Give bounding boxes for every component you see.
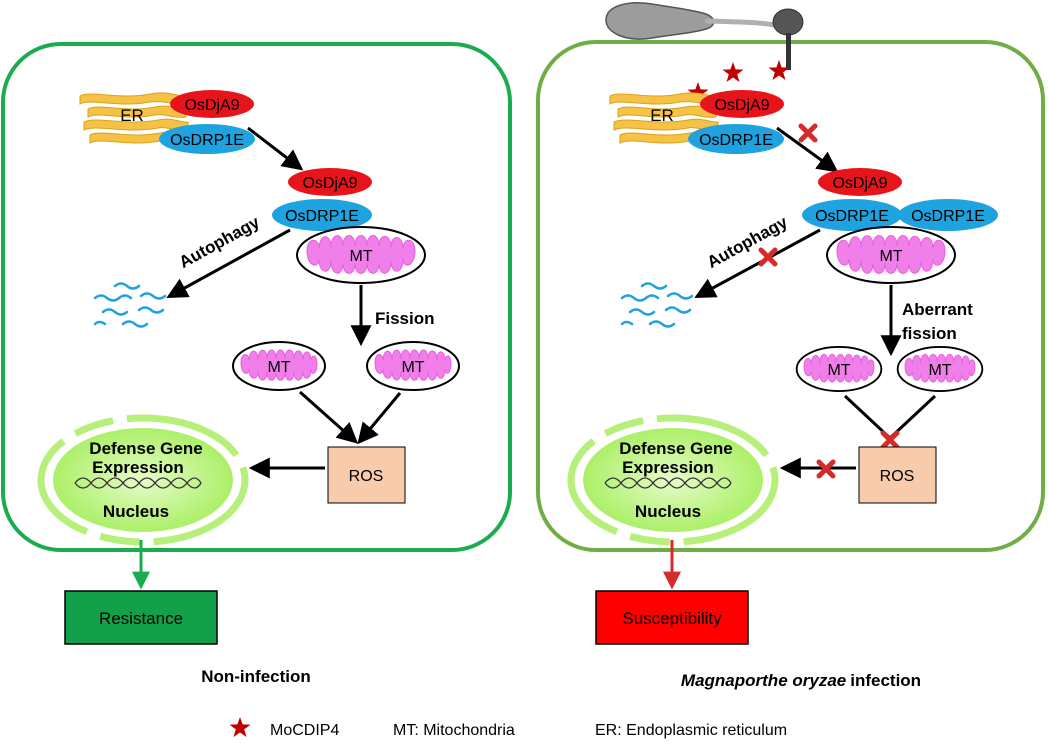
autophagy-arrow — [166, 228, 291, 299]
mocdip4-legend-star-icon — [229, 717, 251, 737]
nucleus — [37, 414, 249, 546]
osdrp1e-er-ellipse — [688, 124, 784, 154]
translocation-arrow — [247, 126, 304, 171]
mt-left-label: MT — [267, 359, 290, 376]
legend-mocdip4: MoCDIP4 — [270, 722, 339, 739]
defense-gene-label: Defense Gene — [89, 439, 202, 458]
ros-label: ROS — [349, 468, 384, 485]
expression-label: Expression — [92, 458, 184, 477]
nucleus-label: Nucleus — [103, 502, 169, 521]
osdrp1e-mt-ellipse — [802, 199, 902, 231]
appressorium-peg — [786, 34, 791, 70]
mt-left-to-ros-arrow — [299, 390, 359, 444]
mt-top-label: MT — [349, 248, 372, 265]
expression-label: Expression — [622, 458, 714, 477]
translocation-arrow — [776, 126, 839, 173]
osdrp1e-er-ellipse — [159, 124, 255, 154]
resistance-label: Resistance — [99, 609, 183, 628]
er-label: ER — [120, 106, 144, 125]
legend: MoCDIP4 MT: Mitochondria ER: Endoplasmic… — [229, 717, 787, 739]
caption-infection: infection — [850, 671, 921, 690]
legend-mt: MT: Mitochondria — [393, 722, 515, 739]
osdja9-mt-ellipse — [288, 168, 372, 196]
osdrp1e-mt-label: OsDRP1E — [285, 208, 359, 225]
panel-non-infection: ER OsDjA9 OsDRP1E OsDjA9 OsDRP1E MT Auto… — [1, 42, 512, 686]
osdrp1e-extra-ellipse — [898, 199, 998, 231]
osdja9-er-label: OsDjA9 — [714, 97, 769, 114]
osdja9-er-label: OsDjA9 — [184, 97, 239, 114]
osdrp1e-extra-label: OsDRP1E — [911, 208, 985, 225]
caption-left: Non-infection — [201, 667, 311, 686]
panel-infection: ER OsDjA9 OsDRP1E OsDjA9 OsDRP1E OsDRP1E… — [536, 2, 1045, 690]
legend-er: ER: Endoplasmic reticulum — [595, 722, 787, 739]
er-label: ER — [650, 106, 674, 125]
cell-outline — [1, 42, 512, 552]
mt-right-label: MT — [928, 362, 951, 379]
fission-label: Fission — [375, 309, 435, 328]
susceptibility-label: Susceptibility — [622, 609, 722, 628]
susceptibility-box — [595, 590, 749, 645]
mt-right-to-ros-arrow — [357, 392, 402, 445]
nucleus-label: Nucleus — [635, 502, 701, 521]
osdja9-mt-label: OsDjA9 — [832, 175, 887, 192]
osdja9-mt-label: OsDjA9 — [302, 175, 357, 192]
ros-label: ROS — [880, 468, 915, 485]
ros-box — [858, 446, 937, 504]
osdja9-mt-ellipse — [818, 168, 902, 196]
osdja9-er-ellipse — [170, 90, 254, 118]
osdrp1e-er-label: OsDRP1E — [699, 132, 773, 149]
mt-right-label: MT — [401, 359, 424, 376]
aberrant-label: Aberrant — [902, 300, 973, 319]
fission-label: fission — [902, 324, 957, 343]
resistance-box — [64, 590, 218, 645]
mt-top-label: MT — [879, 248, 902, 265]
osdrp1e-mt-ellipse — [272, 199, 372, 231]
osdrp1e-mt-label: OsDRP1E — [815, 208, 889, 225]
osdrp1e-er-label: OsDRP1E — [170, 132, 244, 149]
fungal-spore-icon — [605, 2, 804, 69]
osdja9-er-ellipse — [700, 90, 784, 118]
caption-species: Magnaporthe oryzae — [681, 671, 846, 690]
defense-gene-label: Defense Gene — [619, 439, 732, 458]
nucleus — [567, 414, 779, 546]
ros-box — [327, 446, 406, 504]
mt-left-label: MT — [827, 362, 850, 379]
